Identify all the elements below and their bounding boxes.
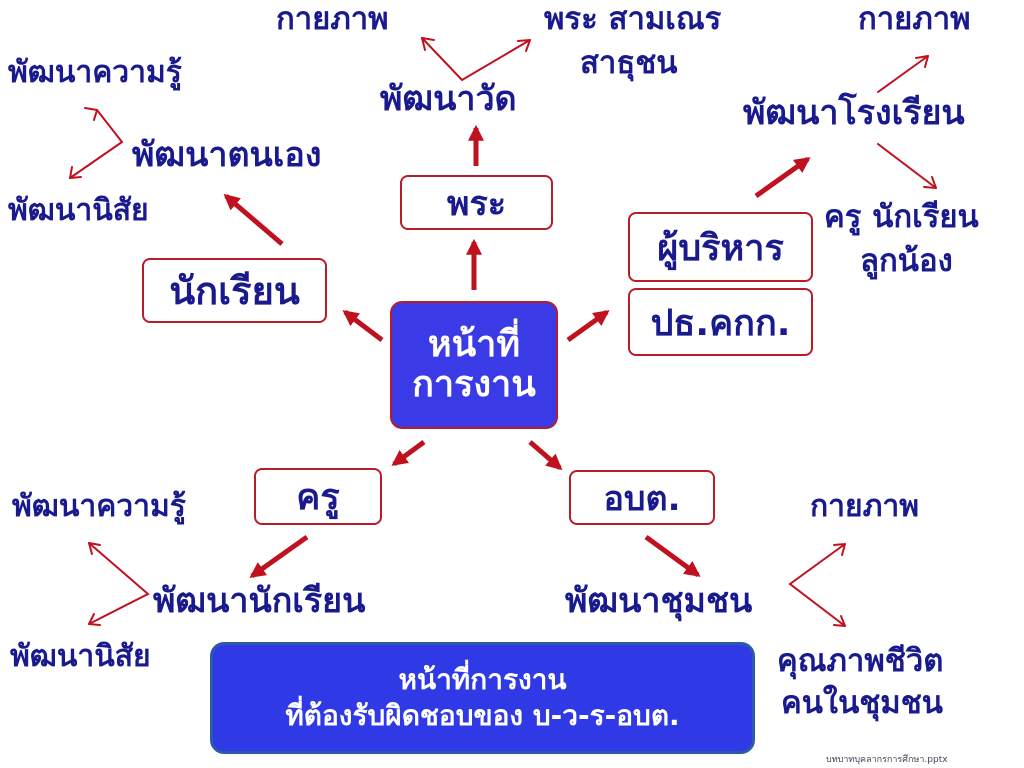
- center-line1: หน้าที่: [427, 323, 521, 365]
- label-knowledge-2: พัฒนาความรู้: [12, 489, 186, 524]
- arrow-admin-to-school: [754, 156, 811, 199]
- node-teacher: ครู: [254, 468, 382, 525]
- summary-line1: หน้าที่การงาน: [398, 662, 567, 696]
- label-habit-2: พัฒนานิสัย: [10, 639, 151, 674]
- node-obt: อบต.: [569, 470, 715, 525]
- center-line2: การงาน: [412, 364, 536, 405]
- label-school-people-2: ลูกน้อง: [860, 243, 953, 279]
- label-physical-3: กายภาพ: [810, 489, 919, 524]
- chevron-studentdev: [88, 542, 150, 625]
- footer-filename: บทบาทบุคลากรการศึกษา.pptx: [826, 755, 948, 765]
- chevron-community: [788, 543, 846, 627]
- line-school-physical: [877, 55, 929, 93]
- arrow-teacher-to-studentdev: [249, 534, 309, 579]
- label-physical-1: กายภาพ: [276, 1, 389, 37]
- center-node: หน้าที่ การงาน: [390, 301, 558, 429]
- label-temple-dev: พัฒนาวัด: [380, 79, 517, 119]
- v-temple: [421, 37, 531, 82]
- label-laypeople: สาธุชน: [580, 45, 678, 81]
- label-quality-1: คุณภาพชีวิต: [777, 643, 944, 679]
- label-student-dev: พัฒนานักเรียน: [153, 581, 366, 621]
- arrow-center-to-committee: [566, 309, 610, 343]
- label-quality-2: คนในชุมชน: [781, 685, 943, 721]
- label-physical-2: กายภาพ: [858, 1, 971, 37]
- summary-line2: ที่ต้องรับผิดชอบของ บ-ว-ร-อบต.: [285, 699, 680, 732]
- summary-box: หน้าที่การงาน ที่ต้องรับผิดชอบของ บ-ว-ร-…: [210, 642, 755, 754]
- arrow-center-to-teacher: [391, 439, 426, 467]
- node-admin: ผู้บริหาร: [628, 212, 813, 282]
- label-school-dev: พัฒนาโรงเรียน: [743, 93, 965, 133]
- label-school-people-1: ครู นักเรียน: [824, 199, 979, 235]
- chevron-self: [69, 109, 124, 179]
- label-knowledge-1: พัฒนาความรู้: [8, 55, 182, 90]
- arrow-center-to-student: [342, 310, 384, 342]
- label-monks: พระ สามเณร: [544, 1, 722, 37]
- arrow-obt-to-community: [644, 534, 701, 578]
- node-student: นักเรียน: [142, 258, 327, 323]
- arrow-center-to-obt: [528, 440, 563, 471]
- node-phra: พระ: [400, 175, 553, 230]
- line-school-people: [877, 143, 937, 189]
- label-community-dev: พัฒนาชุมชน: [565, 581, 753, 621]
- label-self-dev: พัฒนาตนเอง: [132, 135, 322, 175]
- node-committee: ปธ.คกก.: [628, 288, 813, 356]
- label-habit-1: พัฒนานิสัย: [8, 193, 149, 228]
- arrow-student-to-self: [223, 193, 284, 246]
